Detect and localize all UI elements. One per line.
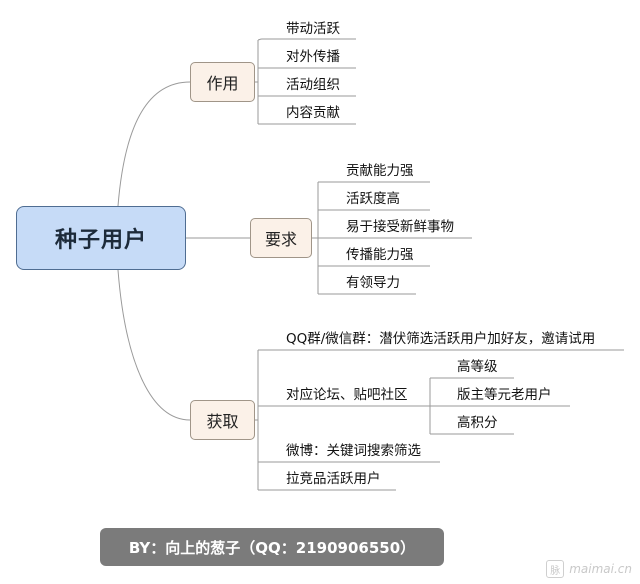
leaf-requirement-3: 易于接受新鲜事物	[346, 219, 454, 235]
leaf-requirement-4: 传播能力强	[346, 247, 414, 263]
leaf-effect-1: 带动活跃	[286, 21, 340, 37]
leaf-requirement-2: 活跃度高	[346, 191, 400, 207]
watermark: 脉 maimai.cn	[546, 560, 632, 578]
watermark-text: maimai.cn	[569, 562, 632, 576]
author-credit-banner: BY：向上的葱子（QQ：2190906550）	[100, 528, 444, 566]
branch-label: 作用	[206, 74, 239, 93]
root-node[interactable]: 种子用户	[16, 206, 186, 270]
leaf-acquire-4: 拉竞品活跃用户	[286, 471, 381, 487]
leaf-acquire-2: 对应论坛、贴吧社区	[286, 387, 408, 403]
branch-node-requirement[interactable]: 要求	[250, 218, 312, 258]
leaf-effect-2: 对外传播	[286, 49, 340, 65]
leaf-acquire-2-sub-1: 高等级	[457, 359, 498, 375]
leaf-requirement-1: 贡献能力强	[346, 163, 414, 179]
connector-root-acquire	[117, 269, 191, 421]
leaf-effect-4: 内容贡献	[286, 105, 340, 121]
leaf-effect-3: 活动组织	[286, 77, 340, 93]
branch-label: 要求	[264, 230, 297, 249]
leaf-acquire-2-sub-2: 版主等元老用户	[457, 387, 552, 403]
branch-node-acquire[interactable]: 获取	[190, 400, 255, 440]
branch-node-effect[interactable]: 作用	[190, 62, 255, 102]
leaf-acquire-2-sub-3: 高积分	[457, 415, 498, 431]
branch-label: 获取	[206, 412, 239, 431]
connector-root-effect	[117, 81, 191, 207]
leaf-acquire-1: QQ群/微信群：潜伏筛选活跃用户加好友，邀请试用	[286, 331, 596, 347]
leaf-requirement-5: 有领导力	[346, 275, 400, 291]
root-label: 种子用户	[54, 228, 147, 253]
author-credit-text: BY：向上的葱子（QQ：2190906550）	[128, 538, 416, 557]
maimai-logo-icon: 脉	[546, 560, 565, 578]
leaf-acquire-3: 微博：关键词搜索筛选	[286, 443, 421, 459]
